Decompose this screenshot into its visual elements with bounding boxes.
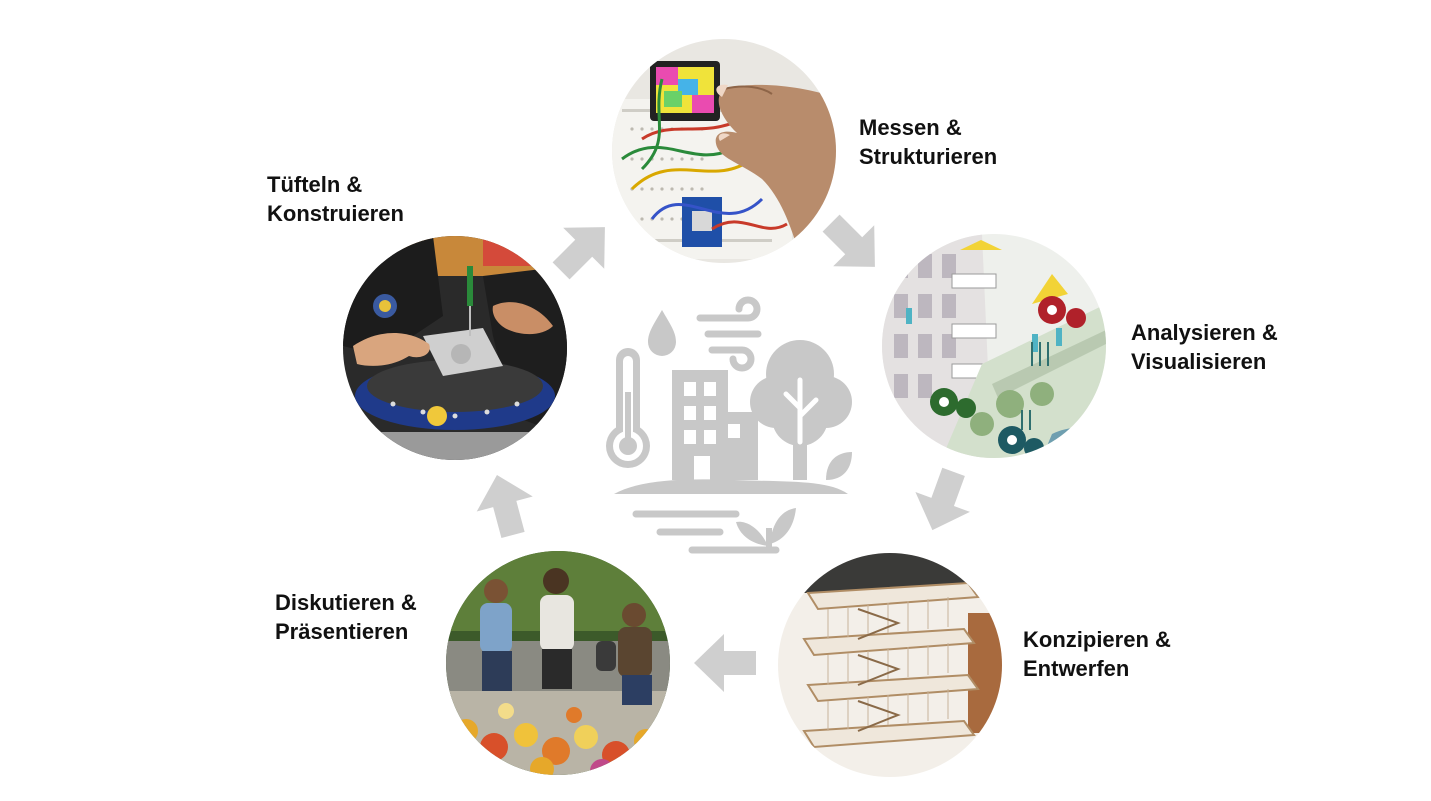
stage-label-messen: Messen & Strukturieren — [859, 113, 997, 171]
stage-label-line-1: Konzipieren & — [1023, 627, 1171, 652]
arrow-down-left-icon — [908, 466, 978, 536]
arrow-up-right-icon — [548, 214, 618, 284]
arrow-up-icon — [470, 470, 540, 540]
stage-label-line-2: Konstruieren — [267, 201, 404, 226]
stage-label-line-1: Diskutieren & — [275, 590, 417, 615]
stage-label-diskutieren: Diskutieren & Präsentieren — [275, 588, 417, 646]
arrow-down-right-icon — [818, 210, 888, 280]
stage-label-line-2: Präsentieren — [275, 619, 409, 644]
stage-label-analysieren: Analysieren & Visualisieren — [1131, 318, 1278, 376]
stage-label-tuefteln: Tüfteln & Konstruieren — [267, 170, 404, 228]
sensor-electronics-photo — [612, 39, 836, 263]
stage-label-line-1: Analysieren & — [1131, 320, 1278, 345]
students-discussing-photo — [446, 551, 670, 775]
architecture-model-photo — [778, 553, 1002, 777]
stage-label-konzipieren: Konzipieren & Entwerfen — [1023, 625, 1171, 683]
arrow-left-icon — [690, 628, 760, 698]
climate-city-icon — [600, 296, 868, 562]
stage-label-line-1: Messen & — [859, 115, 962, 140]
stage-label-line-1: Tüfteln & — [267, 172, 363, 197]
tinkering-device-photo — [343, 236, 567, 460]
climate-analysis-illustration — [882, 234, 1106, 458]
stage-label-line-2: Entwerfen — [1023, 656, 1130, 681]
stage-label-line-2: Visualisieren — [1131, 349, 1267, 374]
stage-label-line-2: Strukturieren — [859, 144, 998, 169]
